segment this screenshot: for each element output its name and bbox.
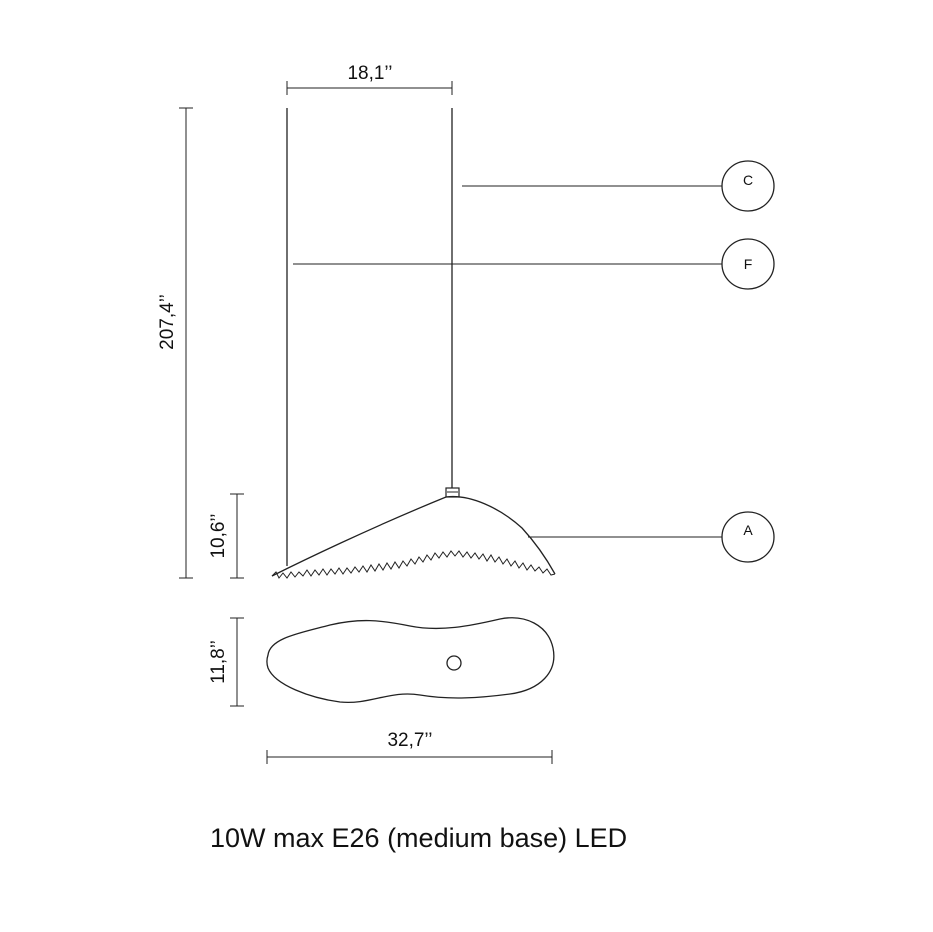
callout-a: A: [528, 511, 775, 563]
top-width-dimension: 18,1’’: [286, 63, 453, 95]
bulb-specification: 10W max E26 (medium base) LED: [210, 823, 628, 853]
shade-depth-label: 11,8’’: [208, 640, 229, 684]
total-height-label: 207,4’’: [157, 294, 178, 350]
callout-f-label: F: [744, 256, 753, 272]
shade-depth-dimension: 11,8’’: [208, 617, 244, 707]
shade-height-label: 10,6’’: [208, 513, 229, 558]
callout-f: F: [293, 238, 775, 290]
shade-top-view: [266, 617, 555, 704]
shade-width-label: 32,7’’: [387, 730, 432, 751]
total-height-dimension: 207,4’’: [157, 107, 193, 579]
callout-c-label: C: [743, 172, 753, 188]
shade-height-dimension: 10,6’’: [208, 493, 244, 579]
callout-c: C: [462, 160, 775, 212]
callout-a-label: A: [743, 522, 753, 538]
top-width-label: 18,1’’: [347, 63, 392, 84]
socket-cap: [445, 487, 460, 498]
cable-hole: [446, 655, 462, 671]
shade-width-dimension: 32,7’’: [266, 730, 553, 764]
suspension-cables: [286, 108, 453, 566]
shade-side-view: [271, 495, 556, 579]
